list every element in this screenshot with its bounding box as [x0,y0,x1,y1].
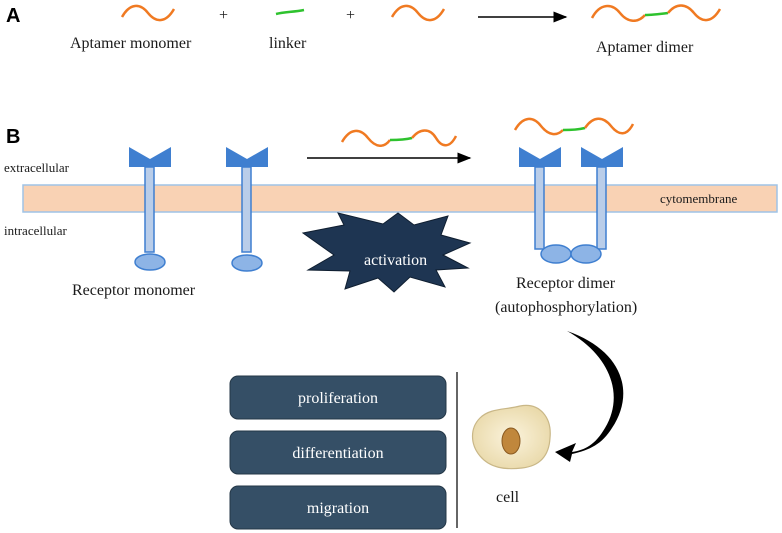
nucleus-icon [501,427,521,455]
extracellular-label: extracellular [4,160,70,175]
aptamer-monomer-label: Aptamer monomer [70,35,192,52]
panel-b-letter: B [6,126,20,148]
receptor-dimer-note: (autophosphorylation) [495,299,637,316]
aptamer-monomer-icon-2 [390,4,446,22]
aptamer-dimer-icon-b [340,129,391,147]
svg-text:migration: migration [307,500,369,517]
activation-label: activation [364,252,427,269]
outcome-box-differentiation: differentiation [229,430,447,475]
receptor-dimer-label: Receptor dimer [516,275,616,292]
linker-label: linker [269,35,307,52]
aptamer-dimer-icon-b-2 [411,129,458,147]
receptor-dimer [513,117,635,264]
outcome-box-proliferation: proliferation [229,375,447,420]
svg-text:differentiation: differentiation [292,445,383,462]
svg-text:proliferation: proliferation [298,390,378,407]
aptamer-dimer-label: Aptamer dimer [596,39,694,56]
activation-burst-icon [301,212,472,293]
receptor-monomer-2 [226,147,268,272]
plus-sign-2: + [346,7,355,24]
receptor-monomer-1 [129,147,171,271]
dimer-left-aptamer-icon [590,4,646,22]
panel-a-letter: A [6,5,20,27]
aptamer-dimer-linker-b [389,136,413,142]
intracellular-label: intracellular [4,223,67,238]
curved-arrow-icon [555,331,624,462]
cell-label: cell [496,489,520,506]
cytomembrane-label: cytomembrane [660,191,737,206]
plus-sign-1: + [219,7,228,24]
aptamer-monomer-icon [120,4,176,22]
dimer-linker-icon [644,11,669,17]
linker-icon [275,8,305,16]
receptor-monomer-label: Receptor monomer [72,282,196,299]
dimer-right-aptamer-icon [667,4,722,22]
outcome-box-migration: migration [229,485,447,530]
